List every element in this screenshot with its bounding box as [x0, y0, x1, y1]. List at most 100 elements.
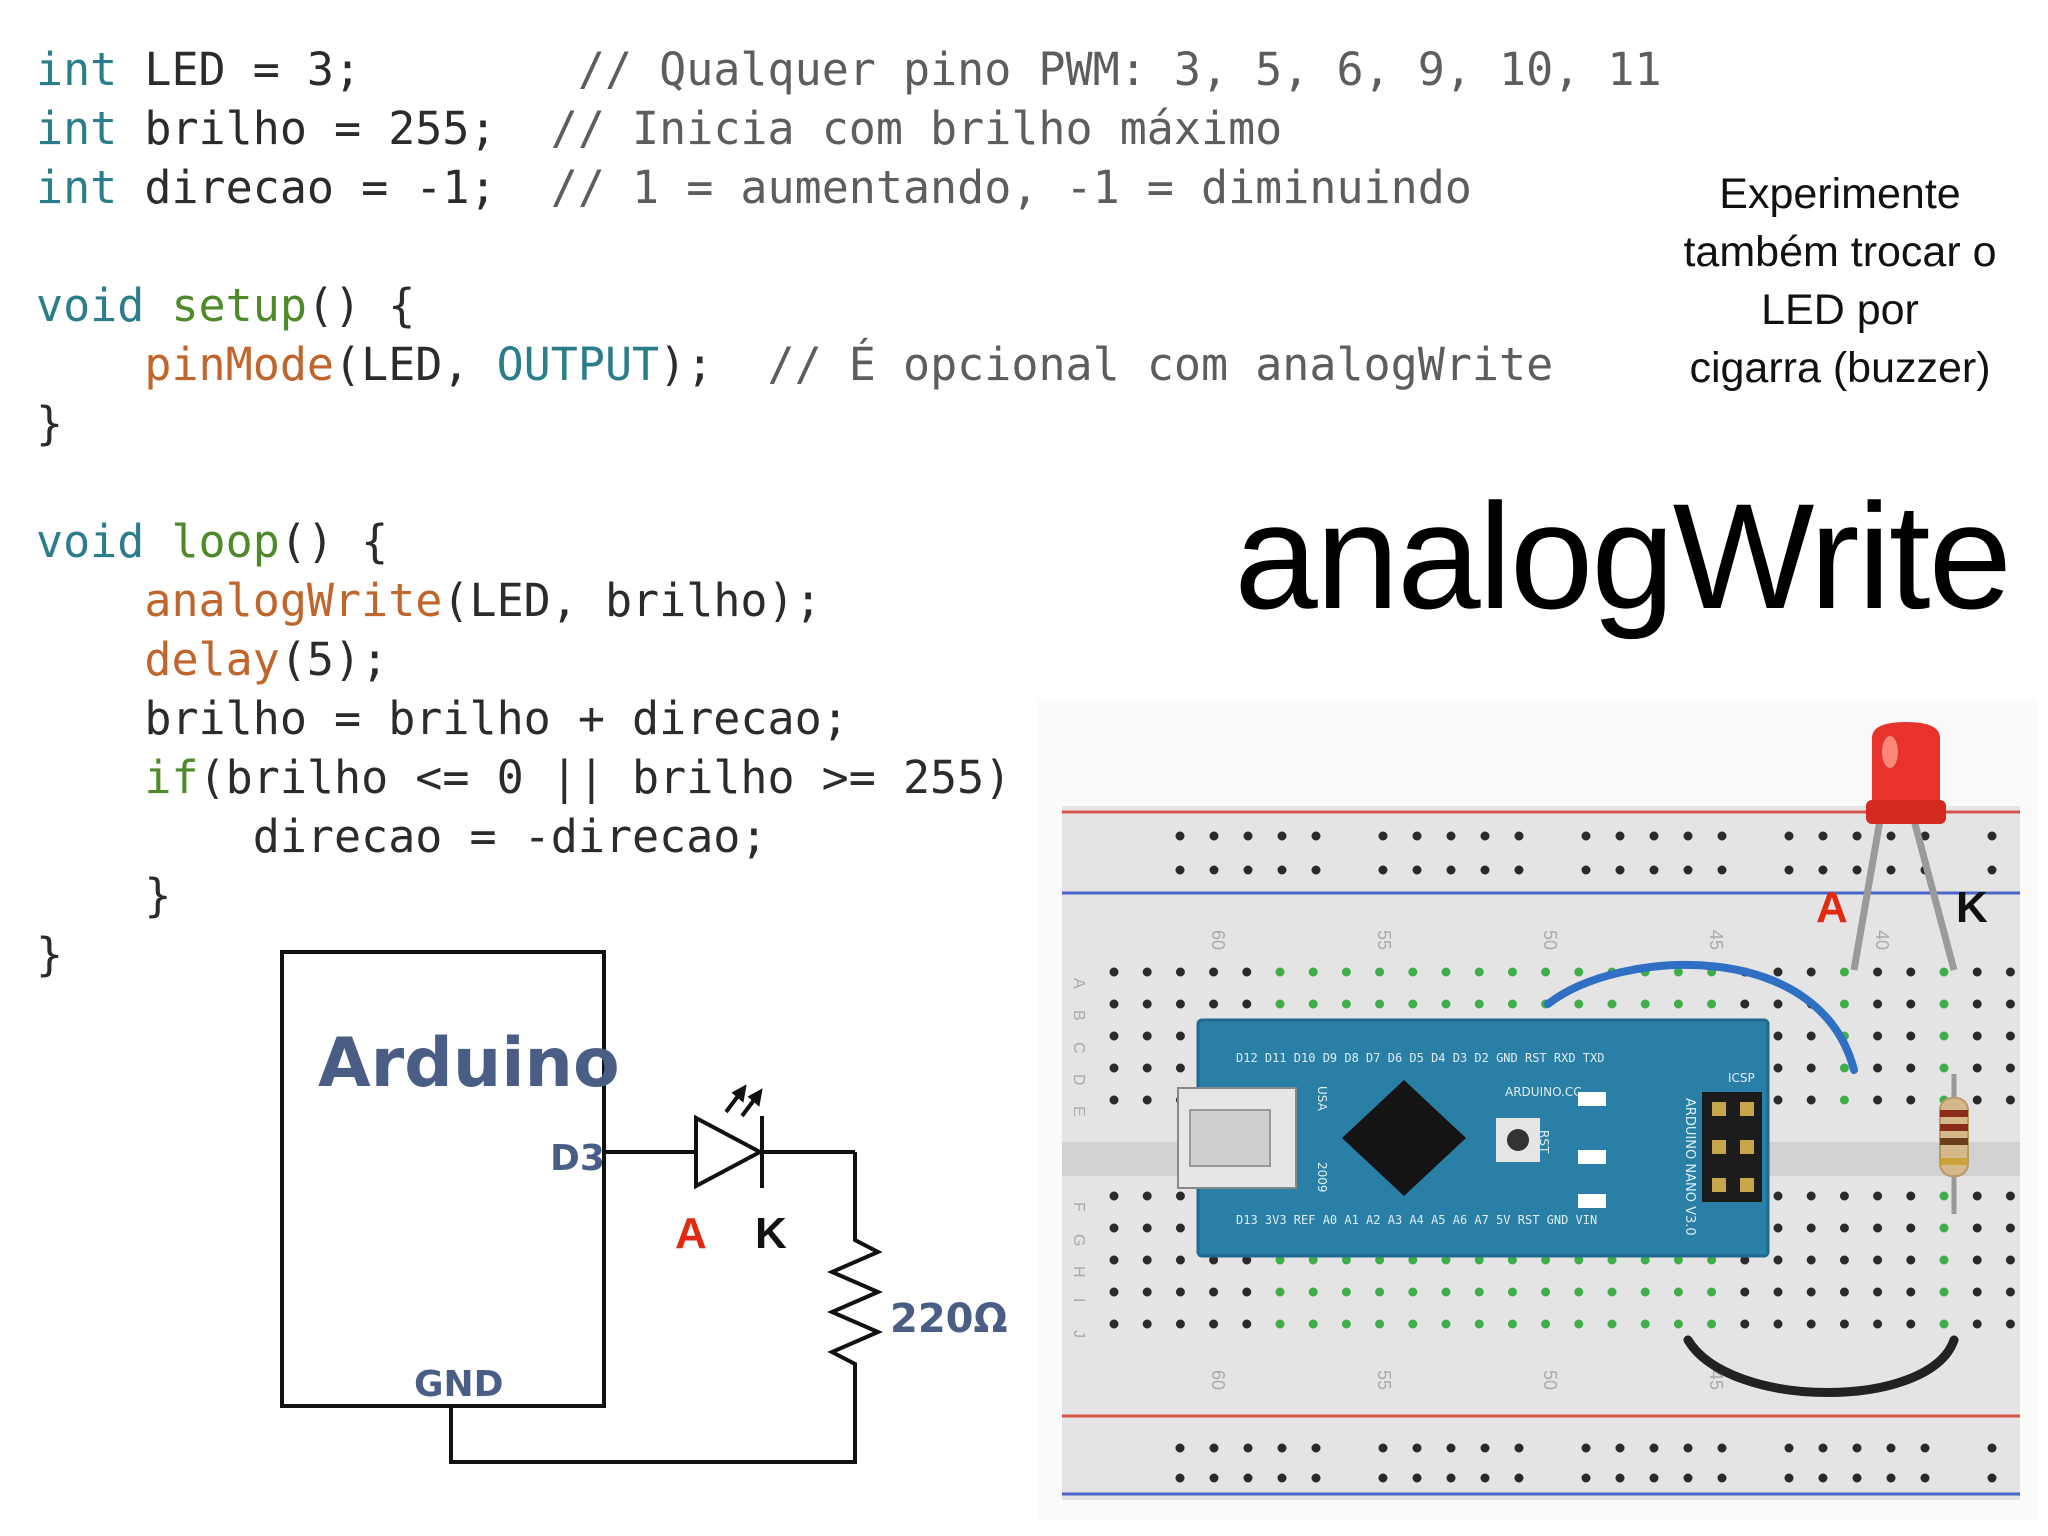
breadboard-hole: [1939, 1191, 1949, 1201]
breadboard-hole: [1175, 1223, 1185, 1233]
column-number: 50: [1540, 1370, 1560, 1390]
breadboard-hole: [1773, 1031, 1783, 1041]
breadboard-hole: [1474, 1255, 1484, 1265]
icsp-pin: [1740, 1140, 1754, 1154]
breadboard-hole: [1906, 1031, 1916, 1041]
breadboard-hole: [1873, 1319, 1883, 1329]
code-token: direcao = -1;: [117, 161, 551, 214]
breadboard-hole: [1939, 1319, 1949, 1329]
breadboard-hole: [1541, 1287, 1551, 1297]
breadboard-hole: [1640, 1255, 1650, 1265]
breadboard-hole: [1987, 865, 1997, 875]
breadboard-hole: [1446, 831, 1456, 841]
breadboard-hole: [1142, 967, 1152, 977]
breadboard-hole: [1541, 1319, 1551, 1329]
tip-line: também trocar o: [1683, 228, 1997, 276]
tip-line: LED por: [1761, 286, 1919, 334]
breadboard-hole: [1806, 1031, 1816, 1041]
breadboard-hole: [1480, 1443, 1490, 1453]
breadboard-hole: [1441, 1255, 1451, 1265]
breadboard-hole: [1277, 1443, 1287, 1453]
breadboard-hole: [1839, 1191, 1849, 1201]
icsp-pin: [1712, 1140, 1726, 1154]
breadboard-hole: [1175, 999, 1185, 1009]
breadboard-hole: [1806, 1287, 1816, 1297]
breadboard-hole: [1784, 865, 1794, 875]
status-led: [1578, 1150, 1606, 1164]
breadboard-hole: [1175, 1063, 1185, 1073]
code-token: (5);: [279, 633, 389, 686]
code-line: int direcao = -1; // 1 = aumentando, -1 …: [36, 158, 1662, 217]
code-token: // Inicia com brilho máximo: [550, 102, 1283, 155]
breadboard-hole: [1480, 831, 1490, 841]
breadboard-hole: [1906, 1095, 1916, 1105]
breadboard-hole: [1649, 1443, 1659, 1453]
row-letter: I: [1070, 1298, 1087, 1302]
breadboard-hole: [1773, 1223, 1783, 1233]
code-token: () {: [279, 515, 389, 568]
breadboard-hole: [1773, 1319, 1783, 1329]
breadboard-hole: [1773, 1287, 1783, 1297]
breadboard-hole: [1514, 865, 1524, 875]
code-token: pinMode: [144, 338, 335, 391]
breadboard-hole: [1852, 1473, 1862, 1483]
breadboard-hole: [1939, 1287, 1949, 1297]
breadboard-hole: [1175, 1319, 1185, 1329]
code-line: }: [36, 394, 1662, 453]
breadboard-hole: [1939, 1255, 1949, 1265]
breadboard-hole: [1142, 1223, 1152, 1233]
breadboard-hole: [1740, 999, 1750, 1009]
breadboard-hole: [1341, 1287, 1351, 1297]
code-token: LED = 3;: [117, 43, 578, 96]
nano-model-label: ARDUINO NANO V3.0: [1682, 1098, 1697, 1236]
breadboard-hole: [1873, 1287, 1883, 1297]
breadboard-hole: [1806, 1191, 1816, 1201]
breadboard-hole: [1378, 831, 1388, 841]
breadboard-hole: [1740, 1255, 1750, 1265]
breadboard-hole: [1773, 967, 1783, 977]
breadboard-hole: [1773, 1191, 1783, 1201]
breadboard-cathode-label: K: [1956, 883, 1988, 932]
breadboard-hole: [1852, 831, 1862, 841]
led-anode-leg: [1850, 819, 1884, 971]
breadboard-hole: [1209, 999, 1219, 1009]
resistor-value-label: 220Ω: [890, 1296, 1008, 1342]
code-line: brilho = brilho + direcao;: [36, 689, 1662, 748]
code-token: int: [36, 161, 118, 214]
breadboard-hole: [1640, 1287, 1650, 1297]
breadboard-hole: [1514, 1443, 1524, 1453]
breadboard-hole: [1906, 967, 1916, 977]
breadboard-hole: [1673, 1255, 1683, 1265]
code-line: int brilho = 255; // Inicia com brilho m…: [36, 99, 1662, 158]
resistor-band: [1940, 1158, 1968, 1165]
breadboard-hole: [1707, 999, 1717, 1009]
breadboard-hole: [1275, 967, 1285, 977]
breadboard-hole: [2005, 1095, 2015, 1105]
breadboard-hole: [1972, 1063, 1982, 1073]
code-line: direcao = -direcao;: [36, 807, 1662, 866]
breadboard-hole: [1920, 1473, 1930, 1483]
breadboard-hole: [1341, 1255, 1351, 1265]
breadboard-hole: [1308, 1287, 1318, 1297]
code-token: // É opcional com analogWrite: [767, 338, 1554, 391]
row-letter: C: [1070, 1042, 1087, 1054]
breadboard-hole: [1873, 1095, 1883, 1105]
breadboard-hole: [1378, 1443, 1388, 1453]
row-letter: H: [1070, 1266, 1087, 1278]
microcontroller-chip: [1342, 1080, 1466, 1196]
breadboard-hole: [2005, 1223, 2015, 1233]
breadboard-hole: [1175, 1443, 1185, 1453]
nano-top-pin-labels: D12 D11 D10 D9 D8 D7 D6 D5 D4 D3 D2 GND …: [1236, 1051, 1604, 1065]
breadboard-hole: [1581, 831, 1591, 841]
breadboard-hole: [2005, 1255, 2015, 1265]
code-line: }: [36, 866, 1662, 925]
breadboard-hole: [1972, 1223, 1982, 1233]
breadboard-hole: [1972, 1191, 1982, 1201]
breadboard-hole: [1242, 999, 1252, 1009]
breadboard-hole: [1906, 1223, 1916, 1233]
breadboard-hole: [1773, 1255, 1783, 1265]
code-listing: int LED = 3; // Qualquer pino PWM: 3, 5,…: [36, 40, 1662, 984]
code-line: void loop() {: [36, 512, 1662, 571]
slide-title: analogWrite: [1234, 472, 2012, 640]
breadboard-hole: [1839, 999, 1849, 1009]
